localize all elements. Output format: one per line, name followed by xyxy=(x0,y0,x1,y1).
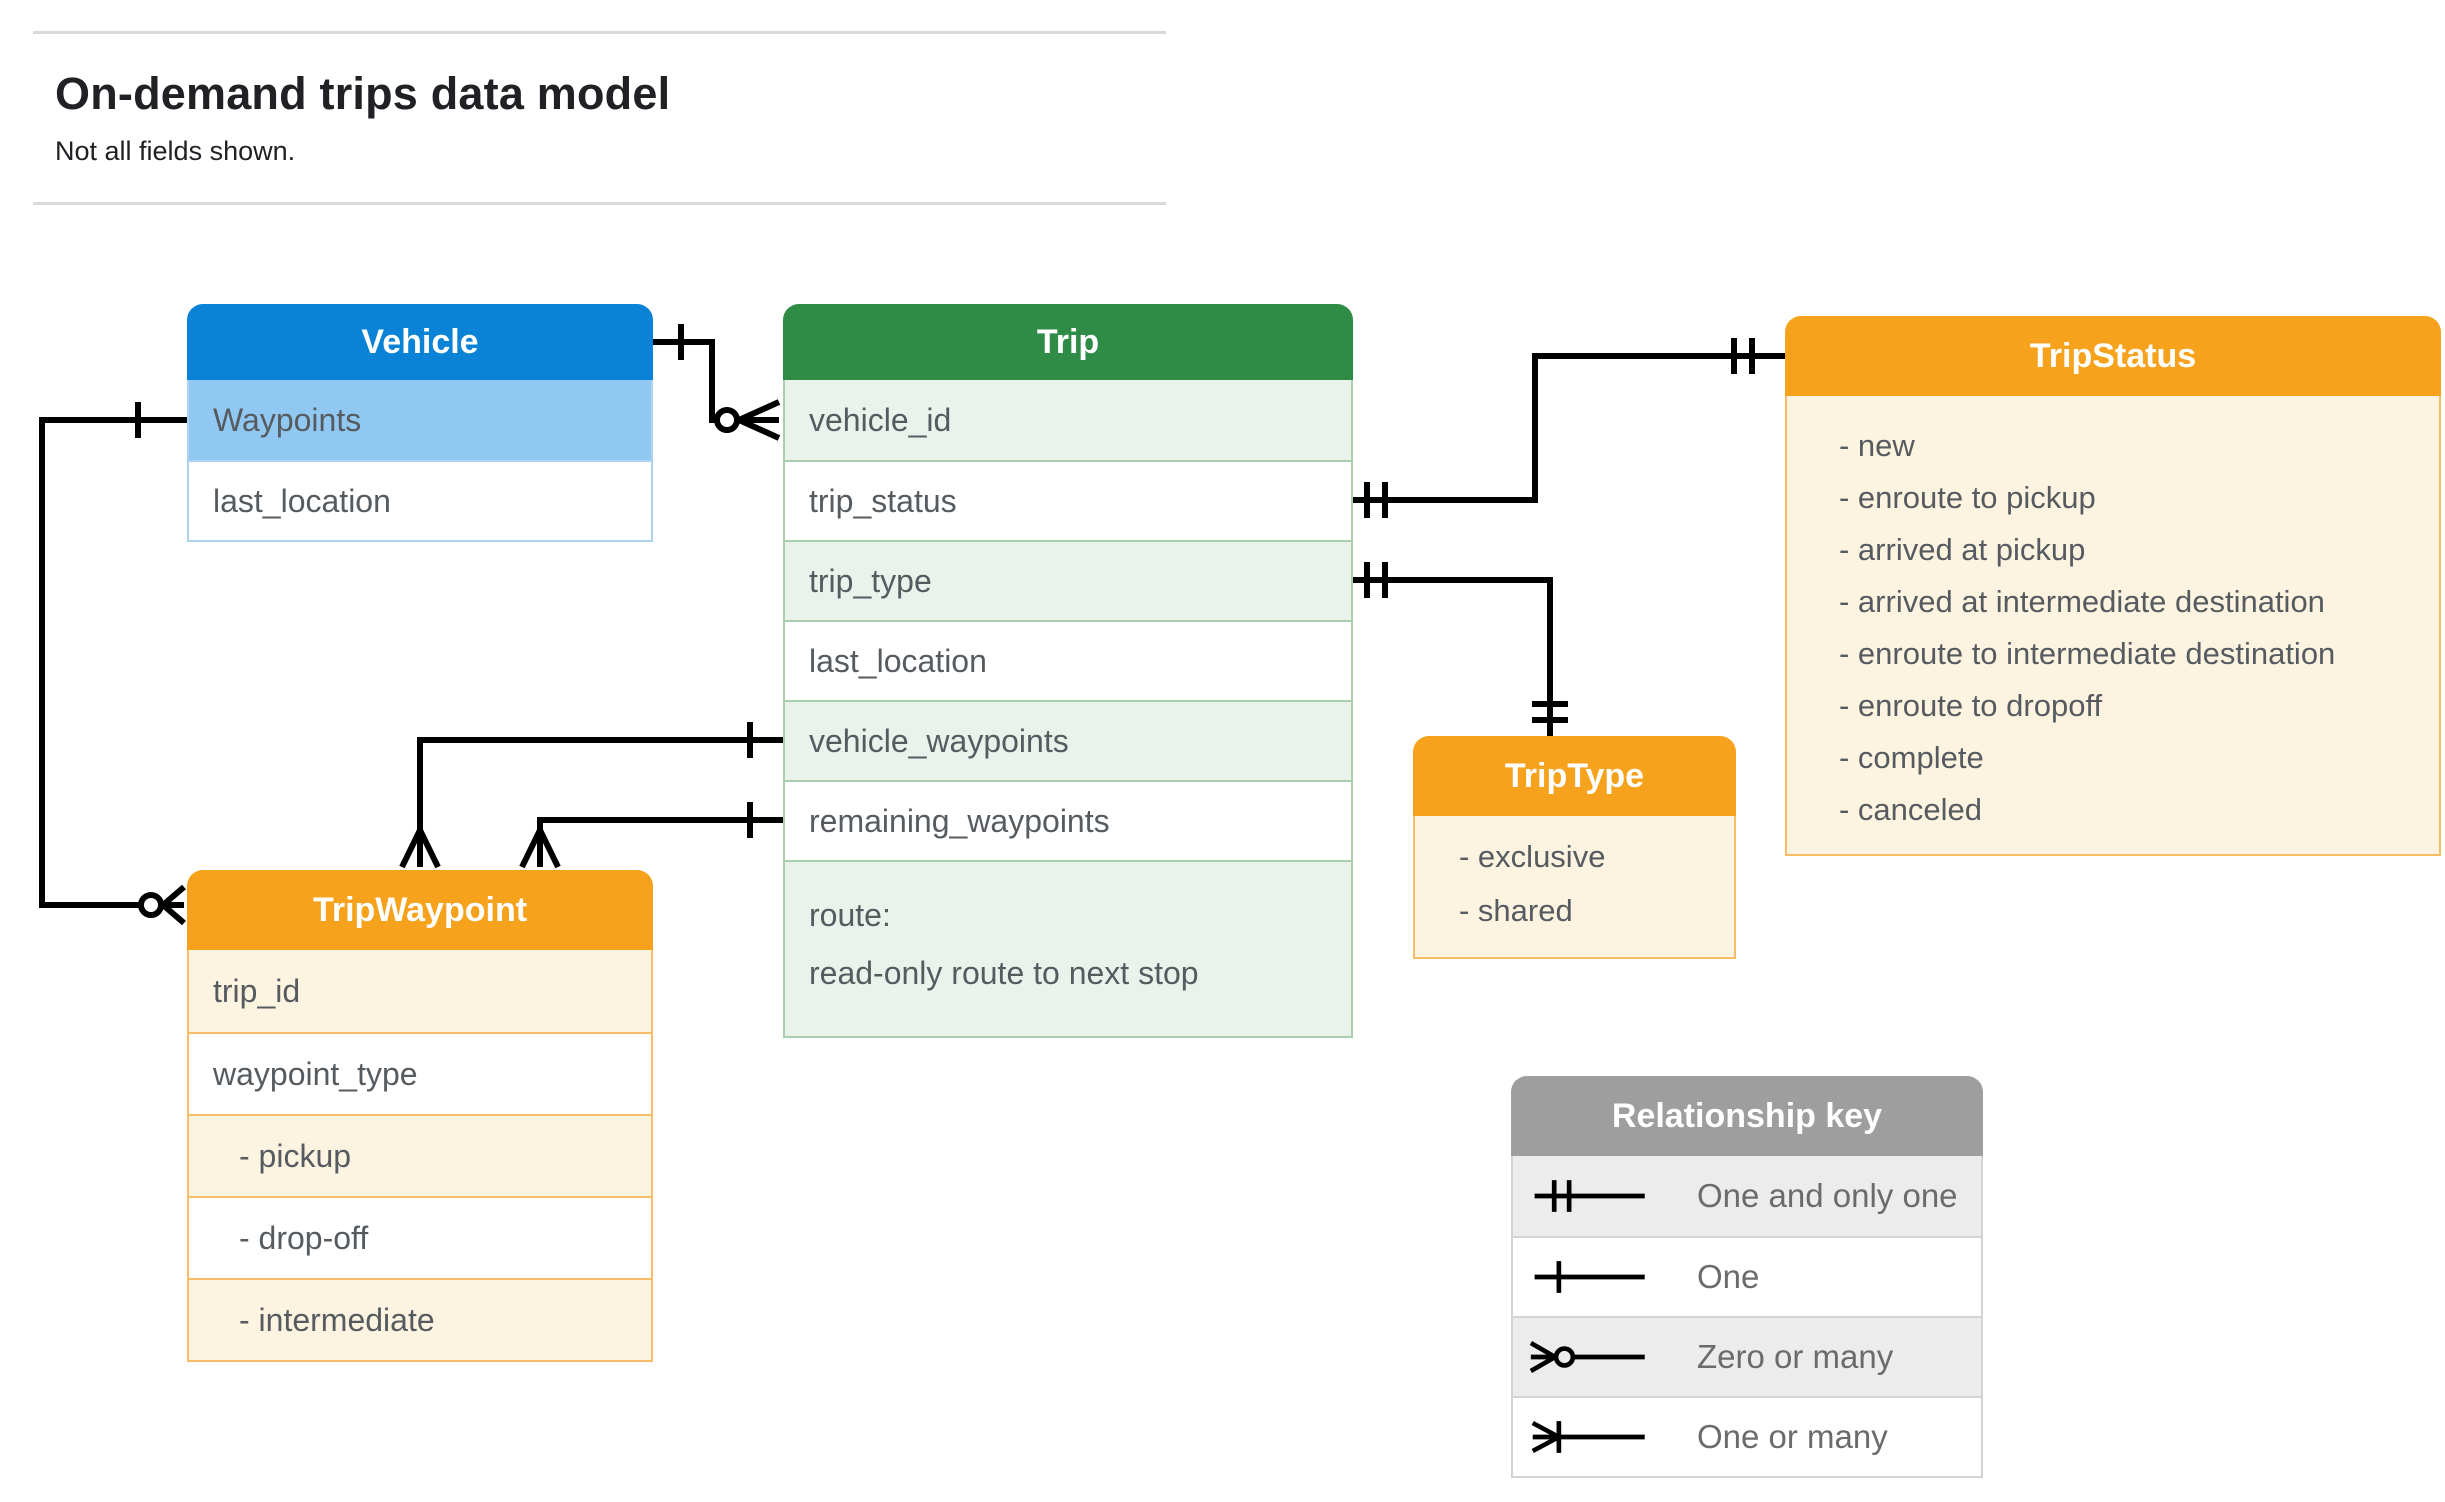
value-new: - new xyxy=(1839,428,1915,463)
value-arrived-at-pickup: - arrived at pickup xyxy=(1839,532,2086,567)
field-tripwaypoint-trip-id: trip_id xyxy=(189,950,651,1032)
value-pickup: - pickup xyxy=(189,1114,651,1196)
page-title: On-demand trips data model xyxy=(55,68,671,119)
wire-trip-vehicle-waypoints-to-tripwaypoint xyxy=(399,722,783,869)
field-trip-vehicle-waypoints: vehicle_waypoints xyxy=(785,700,1351,780)
field-trip-route: route: read-only route to next stop xyxy=(785,860,1351,1036)
field-trip-status: trip_status xyxy=(785,460,1351,540)
entity-tripstatus-header: TripStatus xyxy=(1785,316,2441,396)
field-trip-type: trip_type xyxy=(785,540,1351,620)
key-row-zero-or-many: Zero or many xyxy=(1513,1316,1981,1396)
one-and-only-one-icon xyxy=(1534,1180,1645,1212)
wire-trip-remaining-waypoints-to-tripwaypoint xyxy=(519,802,783,869)
value-shared: - shared xyxy=(1459,893,1573,928)
tripstatus-values: - new - enroute to pickup - arrived at p… xyxy=(1787,396,2439,854)
key-label: Zero or many xyxy=(1697,1338,1894,1375)
top-divider xyxy=(33,31,1166,34)
value-intermediate: - intermediate xyxy=(189,1278,651,1360)
wire-trip-to-triptype xyxy=(1353,562,1568,736)
triptype-values: - exclusive - shared xyxy=(1415,816,1734,957)
zero-or-many-icon xyxy=(1529,1340,1645,1374)
page-subtitle: Not all fields shown. xyxy=(55,136,296,166)
entity-triptype-header: TripType xyxy=(1413,736,1736,816)
entity-triptype: TripType - exclusive - shared xyxy=(1413,736,1736,959)
entity-vehicle: Vehicle Waypoints last_location xyxy=(187,304,653,542)
one-icon xyxy=(1534,1261,1645,1293)
entity-tripstatus: TripStatus - new - enroute to pickup - a… xyxy=(1785,316,2441,856)
field-vehicle-waypoints: Waypoints xyxy=(189,380,651,460)
wire-trip-to-tripstatus xyxy=(1353,338,1785,518)
relationship-key-body: One and only one One Zero or many xyxy=(1511,1156,1983,1478)
wire-vehicle-to-trip xyxy=(653,324,781,441)
wire-vehicle-waypoints-to-tripwaypoint xyxy=(39,402,187,926)
entity-tripwaypoint: TripWaypoint trip_id waypoint_type - pic… xyxy=(187,870,653,1362)
entity-tripwaypoint-header: TripWaypoint xyxy=(187,870,653,950)
key-row-one: One xyxy=(1513,1236,1981,1316)
relationship-key: Relationship key One and only one One xyxy=(1511,1076,1983,1478)
entity-trip-body: vehicle_id trip_status trip_type last_lo… xyxy=(783,380,1353,1038)
entity-trip: Trip vehicle_id trip_status trip_type la… xyxy=(783,304,1353,1038)
entity-vehicle-body: Waypoints last_location xyxy=(187,380,653,542)
field-tripwaypoint-waypoint-type: waypoint_type xyxy=(189,1032,651,1114)
key-label: One xyxy=(1697,1258,1760,1295)
value-drop-off: - drop-off xyxy=(189,1196,651,1278)
entity-triptype-body: - exclusive - shared xyxy=(1413,816,1736,959)
value-complete: - complete xyxy=(1839,740,1984,775)
key-row-one-and-only-one: One and only one xyxy=(1513,1156,1981,1236)
bottom-divider xyxy=(33,202,1166,205)
entity-vehicle-header: Vehicle xyxy=(187,304,653,380)
key-row-one-or-many: One or many xyxy=(1513,1396,1981,1476)
value-arrived-at-intermediate-destination: - arrived at intermediate destination xyxy=(1839,584,2325,619)
entity-tripwaypoint-body: trip_id waypoint_type - pickup - drop-of… xyxy=(187,950,653,1362)
one-or-many-icon xyxy=(1531,1420,1645,1454)
field-trip-vehicle-id: vehicle_id xyxy=(785,380,1351,460)
key-label: One and only one xyxy=(1697,1177,1958,1214)
entity-tripstatus-body: - new - enroute to pickup - arrived at p… xyxy=(1785,396,2441,856)
field-vehicle-last-location: last_location xyxy=(189,460,651,540)
value-enroute-to-intermediate-destination: - enroute to intermediate destination xyxy=(1839,636,2336,671)
value-enroute-to-dropoff: - enroute to dropoff xyxy=(1839,688,2103,723)
key-label: One or many xyxy=(1697,1418,1888,1455)
field-trip-remaining-waypoints: remaining_waypoints xyxy=(785,780,1351,860)
entity-trip-header: Trip xyxy=(783,304,1353,380)
relationship-key-header: Relationship key xyxy=(1511,1076,1983,1156)
field-trip-last-location: last_location xyxy=(785,620,1351,700)
value-exclusive: - exclusive xyxy=(1459,839,1606,874)
value-canceled: - canceled xyxy=(1839,792,1983,827)
value-enroute-to-pickup: - enroute to pickup xyxy=(1839,480,2096,515)
